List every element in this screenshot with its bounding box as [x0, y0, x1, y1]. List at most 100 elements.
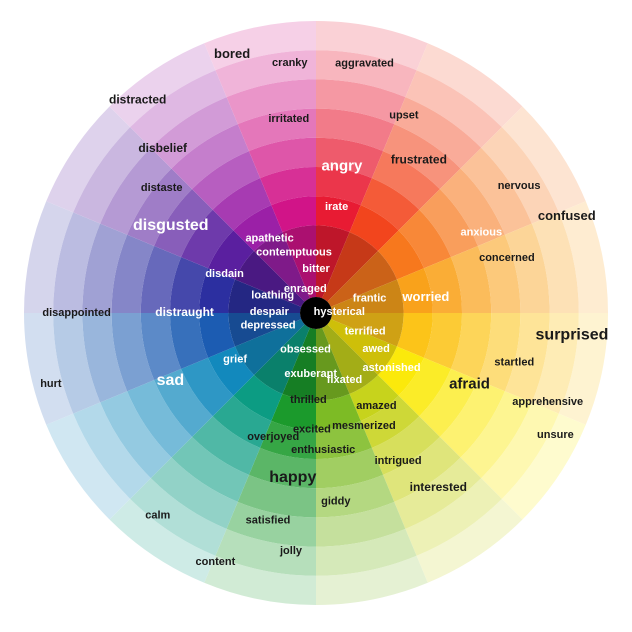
- emotion-label-depressed: depressed: [241, 320, 296, 332]
- wheel-cell-red-orange-ring-8: [322, 232, 378, 302]
- wheel-cell-orange-ring-8: [327, 251, 397, 307]
- wheel-cell-red-orange-ring-2: [405, 70, 502, 148]
- wheel-cell-green-ring-7: [271, 393, 316, 430]
- emotion-label-disgusted: disgusted: [133, 217, 209, 234]
- wheel-cell-light-green-ring-1: [316, 555, 428, 605]
- wheel-cell-violet-ring-2: [73, 127, 151, 224]
- emotion-label-bitter: bitter: [302, 263, 330, 275]
- emotion-label-enraged: enraged: [284, 283, 327, 295]
- emotion-label-excited: excited: [293, 424, 331, 436]
- wheel-cell-yellow-green-ring-2: [405, 478, 502, 556]
- emotion-label-amazed: amazed: [356, 400, 396, 412]
- wheel-cell-purple-ring-3: [150, 97, 238, 169]
- wheel-cell-amber-ring-3: [504, 223, 550, 313]
- wheel-cell-amber-ring-7: [396, 268, 433, 313]
- wheel-cell-green-ring-3: [226, 501, 316, 547]
- wheel-cell-teal-ring-4: [171, 436, 249, 502]
- wheel-cell-yellow-green-ring-6: [360, 395, 420, 448]
- wheel-cell-orange-ring-4: [439, 168, 505, 246]
- wheel-cell-orange-ring-2: [481, 127, 559, 224]
- wheel-cell-yellow-ring-8: [327, 319, 397, 375]
- emotion-label-apprehensive: apprehensive: [512, 396, 583, 408]
- emotion-label-angry: angry: [321, 157, 363, 174]
- wheel-cell-cyan-ring-4: [127, 380, 193, 458]
- wheel-cell-yellow-green-ring-4: [383, 436, 461, 502]
- wheel-cell-violet-ring-7: [208, 230, 255, 280]
- wheel-cell-purple-ring-6: [212, 178, 272, 231]
- wheel-cell-cyan-ring-6: [181, 357, 234, 417]
- wheel-cell-light-green-ring-2: [316, 528, 417, 576]
- emotion-label-frantic: frantic: [353, 293, 387, 305]
- wheel-cell-green-ring-8: [282, 327, 316, 401]
- emotion-label-disbelief: disbelief: [138, 141, 188, 155]
- wheel-cell-teal-ring-1: [109, 498, 216, 583]
- emotion-label-intrigued: intrigued: [375, 455, 422, 467]
- emotion-label-astonished: astonished: [363, 362, 421, 374]
- emotion-label-frustrated: frustrated: [391, 153, 447, 167]
- emotion-label-aggravated: aggravated: [335, 58, 394, 70]
- wheel-cell-cyan-ring-5: [154, 368, 213, 437]
- wheel-cell-amber-ring-4: [477, 234, 521, 313]
- wheel-cell-teal-ring-3: [150, 457, 238, 529]
- emotion-label-contemptuous: contemptuous: [256, 247, 332, 259]
- wheel-cell-yellow-green-ring-7: [349, 374, 399, 421]
- wheel-cell-yellow-orange-ring-5: [450, 313, 492, 381]
- wheel-cell-orange-ring-1: [501, 106, 586, 213]
- emotion-label-startled: startled: [494, 356, 534, 368]
- wheel-cell-light-green-ring-6: [316, 420, 372, 459]
- emotion-label-interested: interested: [410, 480, 467, 494]
- emotion-label-disdain: disdain: [205, 268, 244, 280]
- emotion-label-distraught: distraught: [155, 305, 214, 319]
- wheel-cell-yellow-ring-5: [419, 368, 478, 437]
- emotion-label-mesmerized: mesmerized: [332, 420, 396, 432]
- wheel-cell-violet-ring-6: [181, 209, 234, 269]
- wheel-cell-amber-ring-1: [558, 201, 608, 313]
- wheel-cell-violet-ring-8: [235, 251, 305, 307]
- emotion-label-cranky: cranky: [272, 57, 308, 69]
- wheel-cell-yellow-orange-ring-2: [531, 313, 579, 414]
- wheel-cell-yellow-ring-2: [481, 402, 559, 499]
- emotion-label-distracted: distracted: [109, 93, 166, 107]
- wheel-cell-indigo-ring-2: [53, 212, 101, 313]
- emotion-label-calm: calm: [145, 509, 170, 521]
- emotion-label-obsessed: obsessed: [280, 343, 331, 355]
- wheel-cell-light-green-ring-4: [316, 474, 395, 518]
- wheel-cell-cyan-ring-7: [208, 346, 255, 396]
- wheel-cell-yellow-green-ring-5: [371, 416, 440, 475]
- wheel-cell-blue-ring-6: [170, 313, 209, 369]
- emotion-label-irate: irate: [325, 201, 348, 213]
- emotion-label-content: content: [196, 556, 236, 568]
- wheel-cell-red-orange-ring-6: [360, 178, 420, 231]
- wheel-cell-red-orange-ring-1: [416, 43, 523, 128]
- wheel-cell-blue-ring-7: [199, 313, 236, 358]
- wheel-cell-yellow-green-ring-1: [416, 498, 523, 583]
- wheel-cell-magenta-ring-3: [226, 79, 316, 125]
- wheel-cell-magenta-ring-7: [271, 196, 316, 233]
- emotion-label-irritated: irritated: [268, 113, 309, 125]
- wheel-cell-amber-ring-6: [423, 257, 462, 313]
- wheel-cell-red-ring-6: [316, 167, 372, 206]
- wheel-cell-violet-ring-3: [100, 147, 172, 235]
- emotion-label-unsure: unsure: [537, 429, 574, 441]
- wheel-cell-purple-ring-7: [233, 205, 283, 252]
- wheel-cell-yellow-orange-ring-7: [396, 313, 433, 358]
- wheel-cell-light-green-ring-3: [316, 501, 406, 547]
- emotion-label-worried: worried: [401, 289, 449, 304]
- wheel-cell-indigo-ring-8: [228, 279, 302, 313]
- emotion-label-jolly: jolly: [279, 545, 303, 557]
- wheel-cell-green-ring-2: [215, 528, 316, 576]
- wheel-cell-teal-ring-2: [130, 478, 227, 556]
- wheel-cell-blue-ring-5: [140, 313, 182, 381]
- wheel-cell-light-green-ring-7: [316, 393, 361, 430]
- wheel-cell-teal-ring-6: [212, 395, 272, 448]
- wheel-cell-blue-ring-2: [53, 313, 101, 414]
- wheel-cell-blue-ring-1: [24, 313, 74, 425]
- emotion-label-terrified: terrified: [345, 326, 386, 338]
- wheel-cell-red-ring-3: [316, 79, 406, 125]
- wheel-cell-red-orange-ring-7: [349, 205, 399, 252]
- wheel-cell-teal-ring-8: [254, 324, 310, 394]
- wheel-cell-light-green-ring-8: [316, 327, 350, 401]
- emotion-label-giddy: giddy: [321, 496, 351, 508]
- emotion-label-nervous: nervous: [498, 180, 541, 192]
